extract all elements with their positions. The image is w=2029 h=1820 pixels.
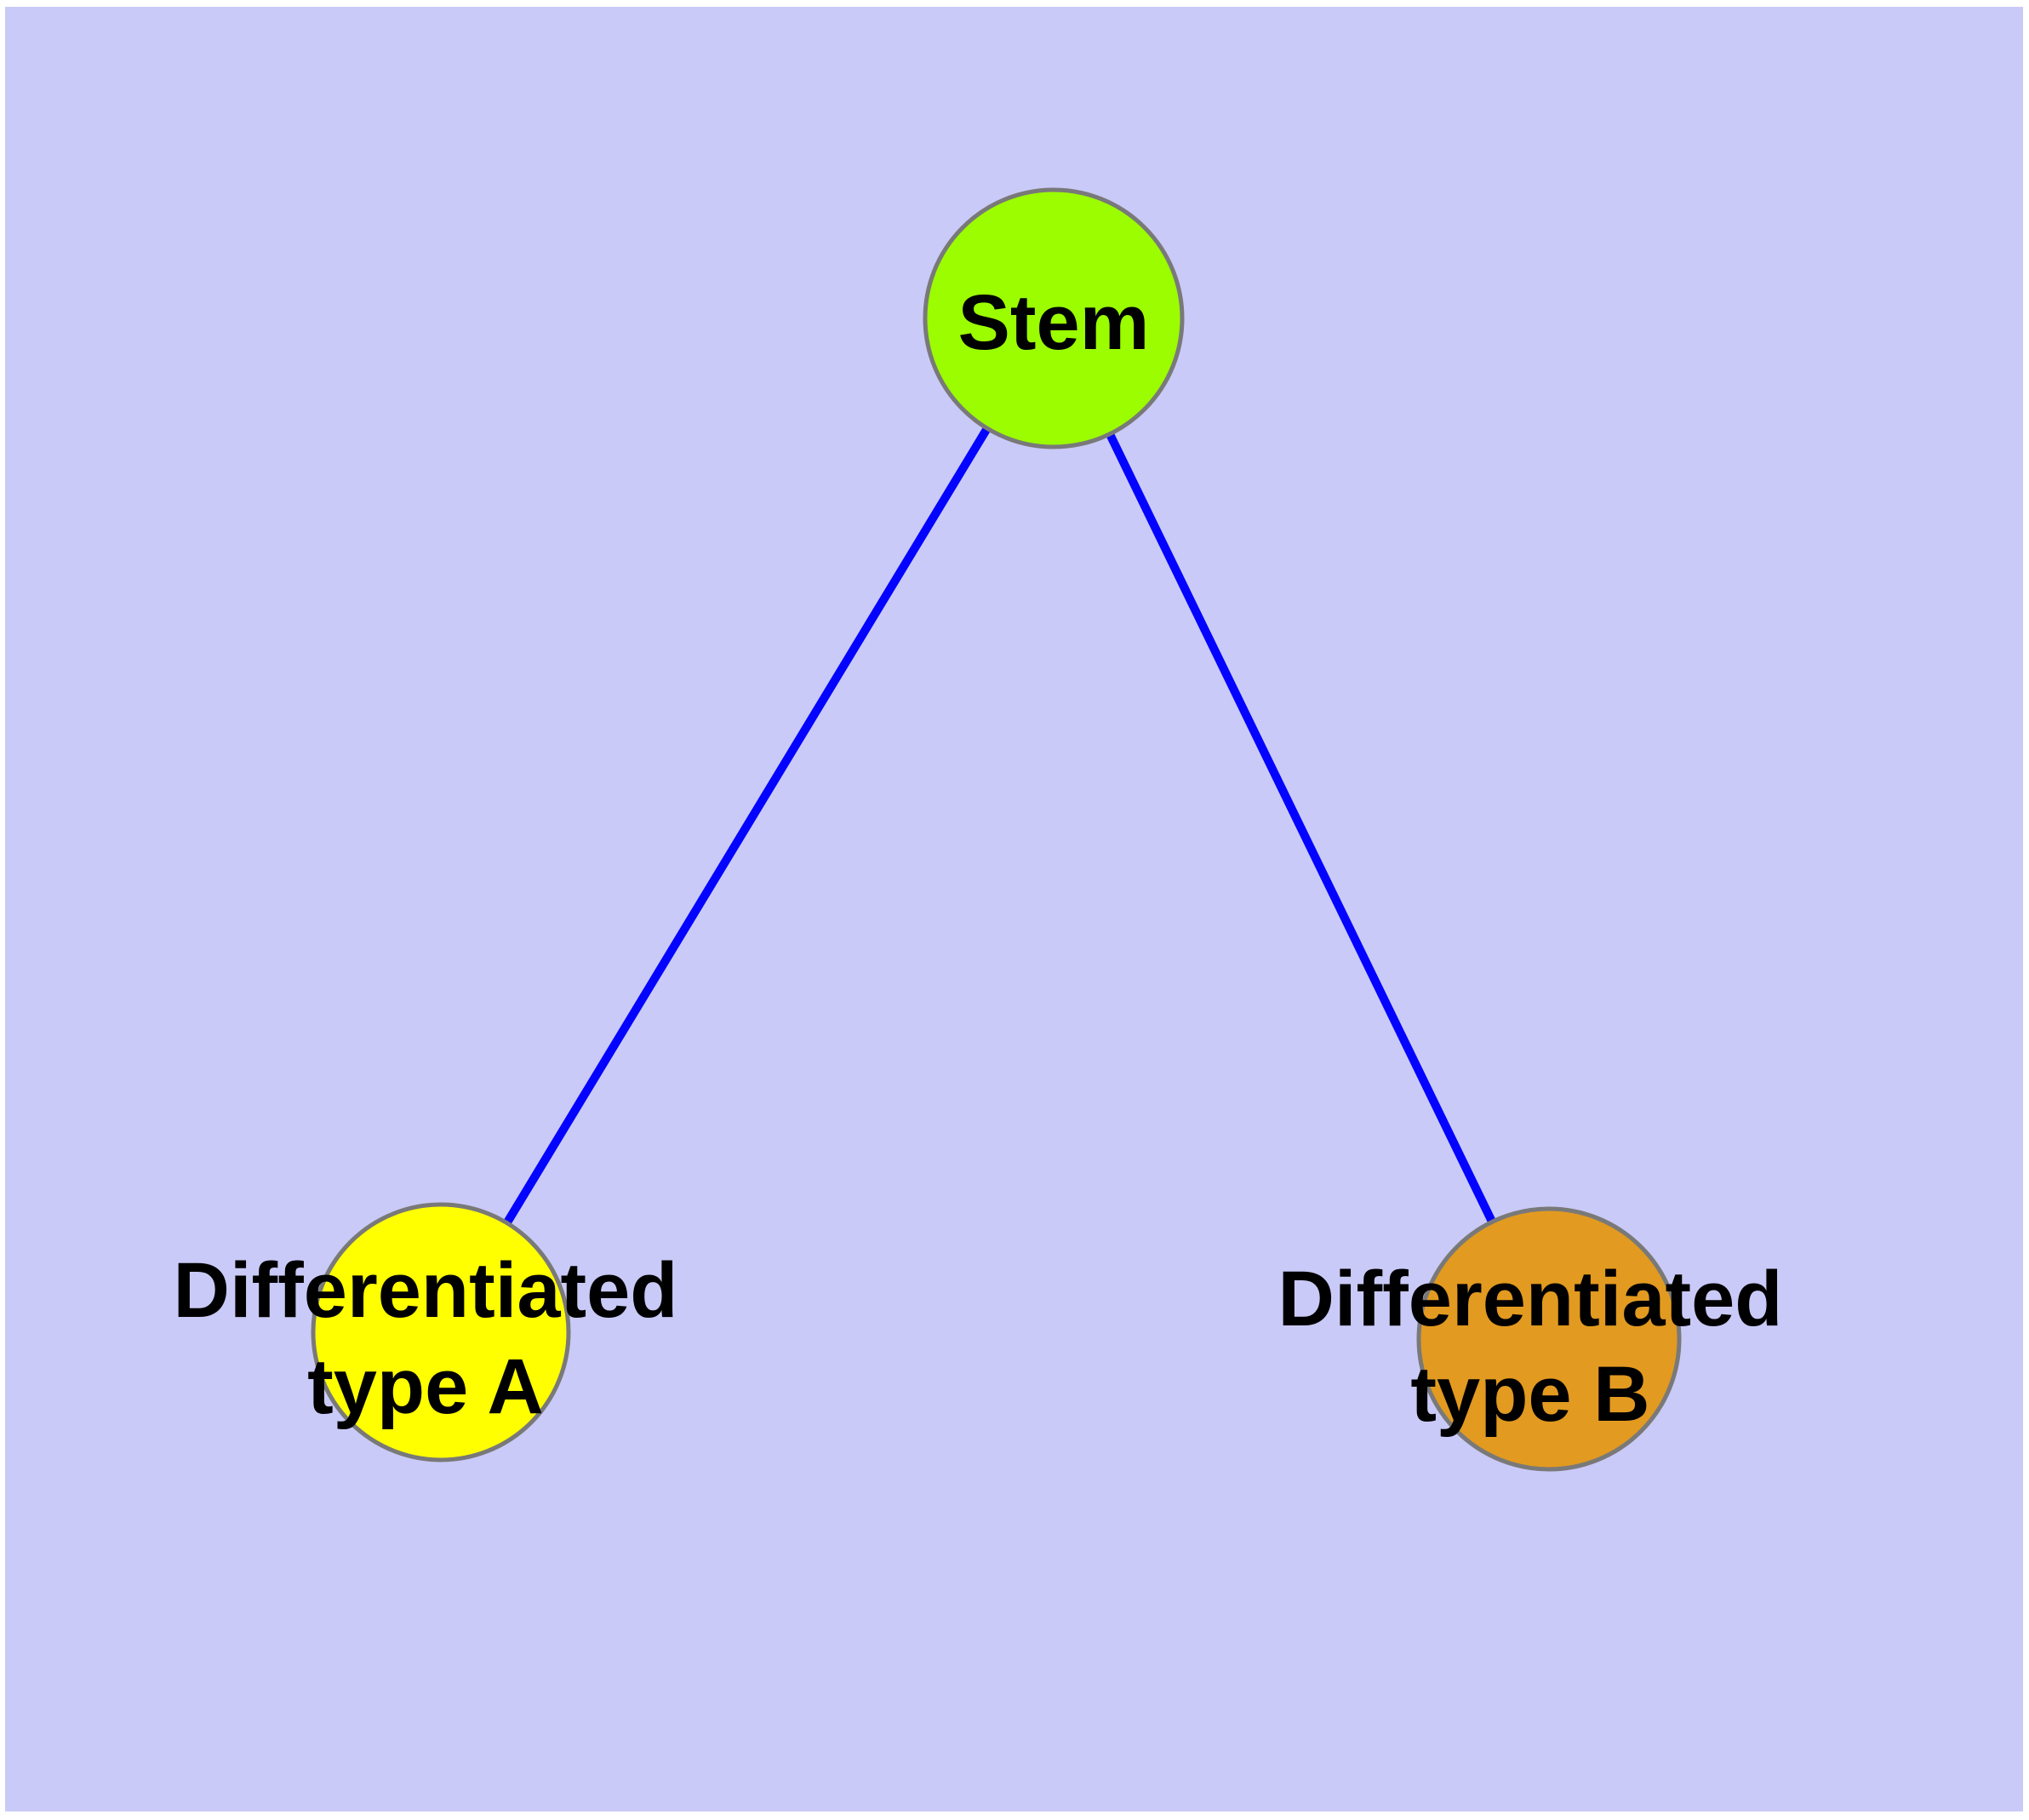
node-stem: Stem [923, 187, 1185, 449]
node-stem-circle [923, 187, 1185, 449]
node-differentiated-type-a-label-line1: Differentiated [174, 1247, 678, 1334]
node-differentiated-type-a-label-line2: type A [307, 1343, 544, 1430]
node-differentiated-type-b-circle [1416, 1206, 1682, 1472]
node-differentiated-type-b-label-line1: Differentiated [1278, 1256, 1783, 1342]
node-differentiated-type-b-label-line2: type B [1410, 1351, 1649, 1438]
node-differentiated-type-b: Differentiated type B [1278, 1206, 1783, 1472]
node-stem-label: Stem [958, 279, 1150, 366]
node-differentiated-type-a: Differentiated type A [174, 1202, 678, 1462]
node-differentiated-type-a-circle [311, 1202, 571, 1462]
edge-stem-to-type-a [437, 316, 1058, 1335]
edge-stem-to-type-b [1049, 316, 1553, 1342]
